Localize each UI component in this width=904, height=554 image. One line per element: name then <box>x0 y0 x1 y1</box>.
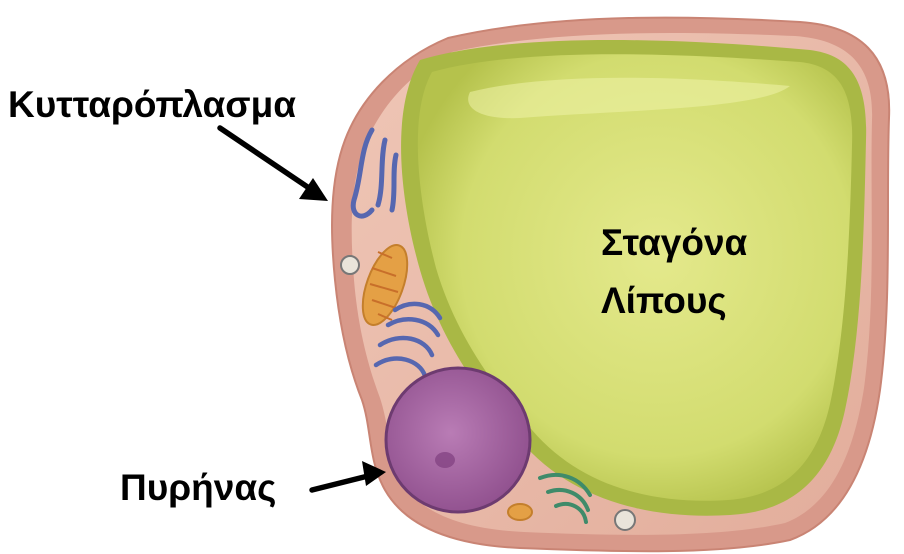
nucleus <box>386 368 530 512</box>
vesicle <box>341 256 359 274</box>
lipid-droplet-label-line2: Λίπους <box>601 280 727 321</box>
nucleus-label: Πυρήνας <box>120 467 276 508</box>
lipid-droplet-label-line1: Σταγόνα <box>601 222 748 263</box>
cytoplasm-arrow <box>220 128 328 201</box>
cytoplasm-label: Κυτταρόπλασμα <box>8 84 296 125</box>
